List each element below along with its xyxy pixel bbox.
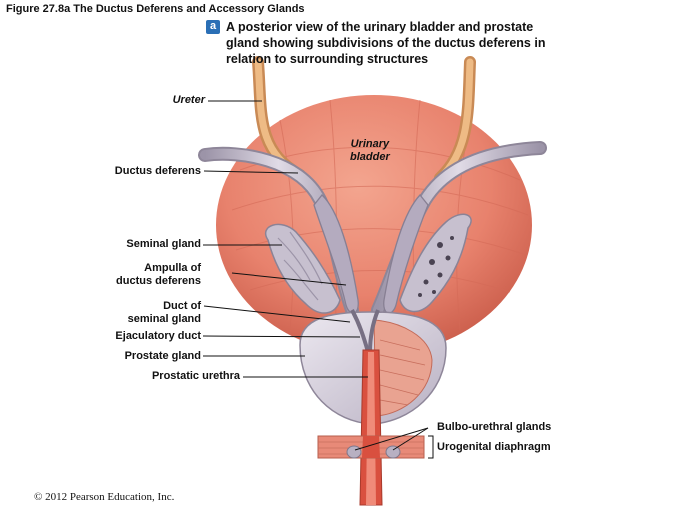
label-urinary-bladder: Urinary bladder <box>350 138 390 164</box>
label-ampulla-line2: ductus deferens <box>116 275 201 287</box>
label-urogenital-diaphragm: Urogenital diaphragm <box>437 441 551 453</box>
label-ureter: Ureter <box>172 94 205 106</box>
figure-title: Figure 27.8a The Ductus Deferens and Acc… <box>6 3 305 15</box>
label-duct-seminal: Duct of seminal gland <box>128 300 201 326</box>
label-urinary-line2: bladder <box>350 151 390 163</box>
label-duct-line2: seminal gland <box>127 313 201 325</box>
label-ampulla: Ampulla of ductus deferens <box>116 262 201 288</box>
right-seminal-gland-section <box>418 236 454 297</box>
label-ejaculatory-duct: Ejaculatory duct <box>115 330 201 342</box>
label-urinary-line1: Urinary <box>350 138 390 150</box>
copyright-notice: © 2012 Pearson Education, Inc. <box>34 491 175 503</box>
right-bulbourethral-gland <box>385 445 401 459</box>
panel-badge: a <box>206 20 220 34</box>
figure-caption: A posterior view of the urinary bladder … <box>226 20 546 66</box>
label-duct-line1: Duct of <box>163 300 201 312</box>
label-ductus-deferens: Ductus deferens <box>114 165 201 177</box>
label-bulbo-urethral: Bulbo-urethral glands <box>437 421 552 433</box>
leader-lines <box>202 100 434 459</box>
label-prostatic-urethra: Prostatic urethra <box>151 370 240 382</box>
left-bulbourethral-gland <box>346 445 362 459</box>
label-seminal-gland: Seminal gland <box>126 238 201 250</box>
label-prostate-gland: Prostate gland <box>124 350 201 362</box>
label-ampulla-line1: Ampulla of <box>144 262 201 274</box>
